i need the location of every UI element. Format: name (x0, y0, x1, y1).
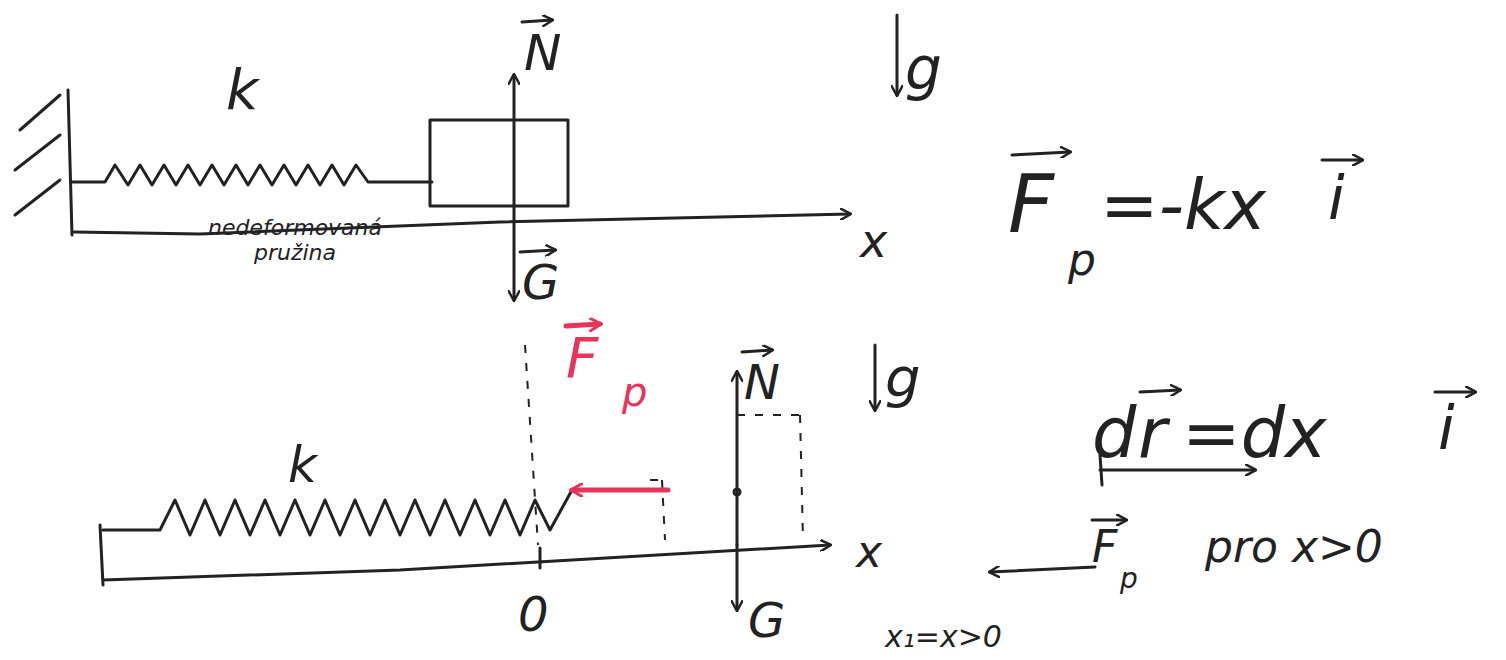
diagram-label: 0 (518, 590, 549, 638)
diagram-label: x (856, 530, 882, 574)
diagram-label: r (1138, 398, 1167, 468)
diagram-label: g (905, 40, 942, 98)
diagram-label: i (1438, 398, 1455, 458)
diagram-label: N (524, 28, 561, 78)
diagram-label: p (622, 372, 647, 412)
diagram-label: p (1068, 238, 1096, 282)
diagram-label: G (748, 596, 785, 644)
diagram-label: =dx (1182, 398, 1327, 468)
diagram-label: =-kx (1100, 170, 1266, 240)
diagram-label: i (1328, 168, 1345, 228)
diagram-label: k (288, 440, 317, 490)
diagram-label: pro x>0 (1205, 525, 1383, 569)
diagram-label: G (522, 258, 559, 306)
diagram-label: x₁=x>0 (885, 622, 1002, 652)
diagram-label: F (1092, 525, 1117, 569)
diagram-label: x (860, 218, 887, 264)
diagram-label: k (226, 62, 258, 118)
diagram-label: g (885, 350, 921, 406)
diagram-label: F (1008, 165, 1054, 245)
diagram-label: d (1092, 398, 1136, 468)
diagram-label: N (744, 358, 780, 406)
diagram-label: p (1120, 565, 1138, 593)
diagram-label: F (566, 330, 598, 386)
diagram-label: nedeformovaná pružina (190, 215, 400, 266)
